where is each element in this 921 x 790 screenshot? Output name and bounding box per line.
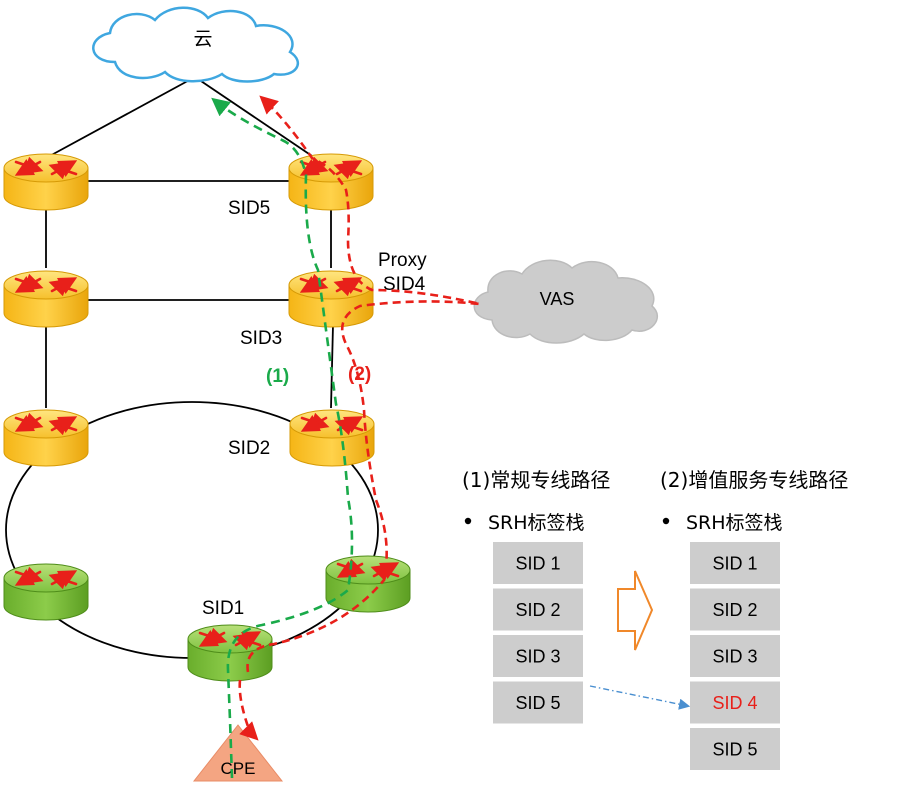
srh-stack-left: SID 1 SID 2 SID 3 SID 5 xyxy=(493,542,583,724)
router-icon xyxy=(14,273,78,297)
link-cloud-r-left-top xyxy=(45,76,196,159)
regular-path-label: (1) xyxy=(266,366,289,387)
router-sid5 xyxy=(288,153,374,211)
stack-cell: SID 4 xyxy=(690,681,780,724)
sid5-label: SID5 xyxy=(228,198,270,219)
stack-left-bullet: SRH标签栈 xyxy=(488,512,585,534)
stack-left-bullet-dot xyxy=(464,517,472,525)
srh-stack-right: SID 1 SID 2 SID 3 SID 4 SID 5 xyxy=(690,542,780,770)
router-icon xyxy=(14,156,78,180)
stack-right-bullet: SRH标签栈 xyxy=(686,512,783,534)
stack-cell-box xyxy=(493,681,583,724)
stack-cell: SID 1 xyxy=(493,542,583,584)
green-path-segment xyxy=(211,97,354,779)
sid4-label-line1: Proxy xyxy=(378,250,427,271)
red-path-segment xyxy=(238,679,259,741)
router-sid3 xyxy=(288,270,374,328)
stack-cell-label: SID 5 xyxy=(515,693,560,713)
routers xyxy=(3,153,411,682)
vas-cloud-icon xyxy=(473,259,659,344)
cloud-label: 云 xyxy=(193,28,212,50)
router-icon xyxy=(299,156,363,180)
stack-cell-box xyxy=(493,635,583,677)
stack-cell-box xyxy=(690,542,780,584)
stack-cell: SID 5 xyxy=(493,681,583,724)
insert-sid4-arrow xyxy=(589,685,691,710)
stack-cell-box xyxy=(493,588,583,631)
stack-cell-label: SID 3 xyxy=(515,647,560,667)
router-left-mid xyxy=(3,270,89,328)
stack-cell: SID 3 xyxy=(690,635,780,677)
stack-cell-label: SID 5 xyxy=(712,740,757,760)
router-icon xyxy=(198,627,262,651)
link-cloud-sid5 xyxy=(194,76,316,159)
regular-path-green xyxy=(211,97,354,779)
stack-right-bullet-dot xyxy=(662,517,670,525)
cpe-label: CPE xyxy=(221,759,256,778)
stack-cell: SID 3 xyxy=(493,635,583,677)
cpe-triangle-icon xyxy=(192,724,284,782)
stack-cell: SID 2 xyxy=(690,588,780,631)
value-added-path-label: (2) xyxy=(348,364,371,385)
router-icon xyxy=(14,566,78,590)
router-icon xyxy=(14,412,78,436)
red-path-main xyxy=(246,95,481,673)
stack-cell-box xyxy=(690,635,780,677)
sid1-label: SID1 xyxy=(202,598,244,619)
stack-cell: SID 1 xyxy=(690,542,780,584)
router-left-low xyxy=(3,409,89,467)
link-right-col-2 xyxy=(330,324,334,409)
vas-label: VAS xyxy=(540,289,575,309)
router-sid2 xyxy=(289,409,375,467)
sid3-label: SID3 xyxy=(240,328,282,349)
stack-cell-label: SID 1 xyxy=(515,554,560,574)
stack-cell-label: SID 3 xyxy=(712,647,757,667)
stack-cell-box xyxy=(493,542,583,584)
stack-cell-box xyxy=(690,681,780,724)
stack-cell: SID 2 xyxy=(493,588,583,631)
value-added-path-red xyxy=(238,95,481,741)
router-sid1 xyxy=(187,624,273,682)
stack-cell-label: SID 4 xyxy=(712,693,757,713)
sid2-label: SID2 xyxy=(228,438,270,459)
stack-cell: SID 5 xyxy=(690,728,780,770)
router-left-top xyxy=(3,153,89,211)
router-green-left xyxy=(3,563,89,621)
stack-cell-box xyxy=(690,728,780,770)
stack-cell-label: SID 2 xyxy=(515,600,560,620)
block-arrow-icon xyxy=(617,570,654,651)
stack-left-title: (1)常规专线路径 xyxy=(462,468,610,492)
stack-cell-box xyxy=(690,588,780,631)
cloud-icon xyxy=(92,6,300,83)
router-green-right xyxy=(325,555,411,613)
stack-right-title: (2)增值服务专线路径 xyxy=(660,468,848,492)
stack-cell-label: SID 1 xyxy=(712,554,757,574)
stack-cell-label: SID 2 xyxy=(712,600,757,620)
